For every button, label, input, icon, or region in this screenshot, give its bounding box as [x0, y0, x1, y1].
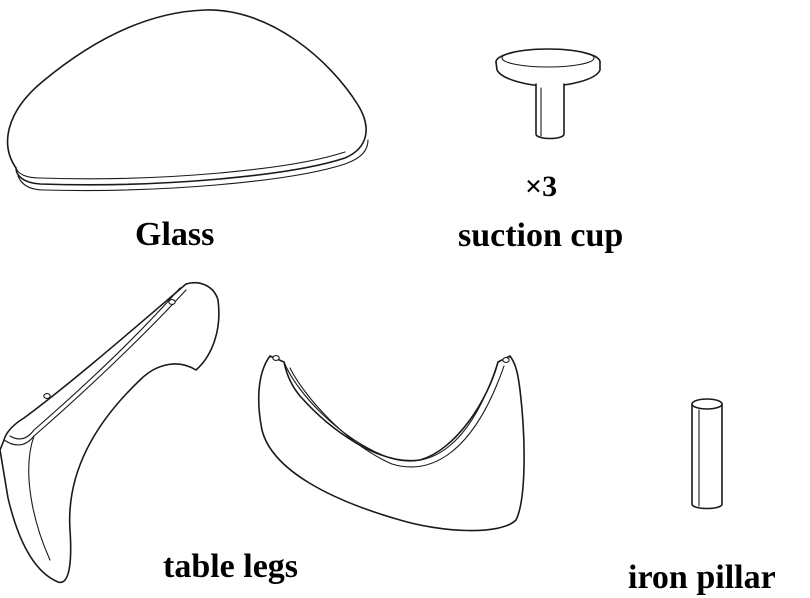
glass-top-icon: [8, 10, 368, 191]
table-leg-icon: [0, 283, 219, 583]
suction-cup-quantity: ×3: [525, 172, 557, 202]
glass-label: Glass: [135, 218, 214, 252]
table-legs-label: table legs: [163, 550, 298, 584]
suction-cup-icon: [496, 49, 600, 139]
iron-pillar-icon: [692, 399, 722, 509]
suction-cup-label: suction cup: [458, 219, 623, 253]
iron-pillar-label: iron pillar: [628, 561, 776, 595]
table-leg-icon-2: [259, 356, 524, 531]
